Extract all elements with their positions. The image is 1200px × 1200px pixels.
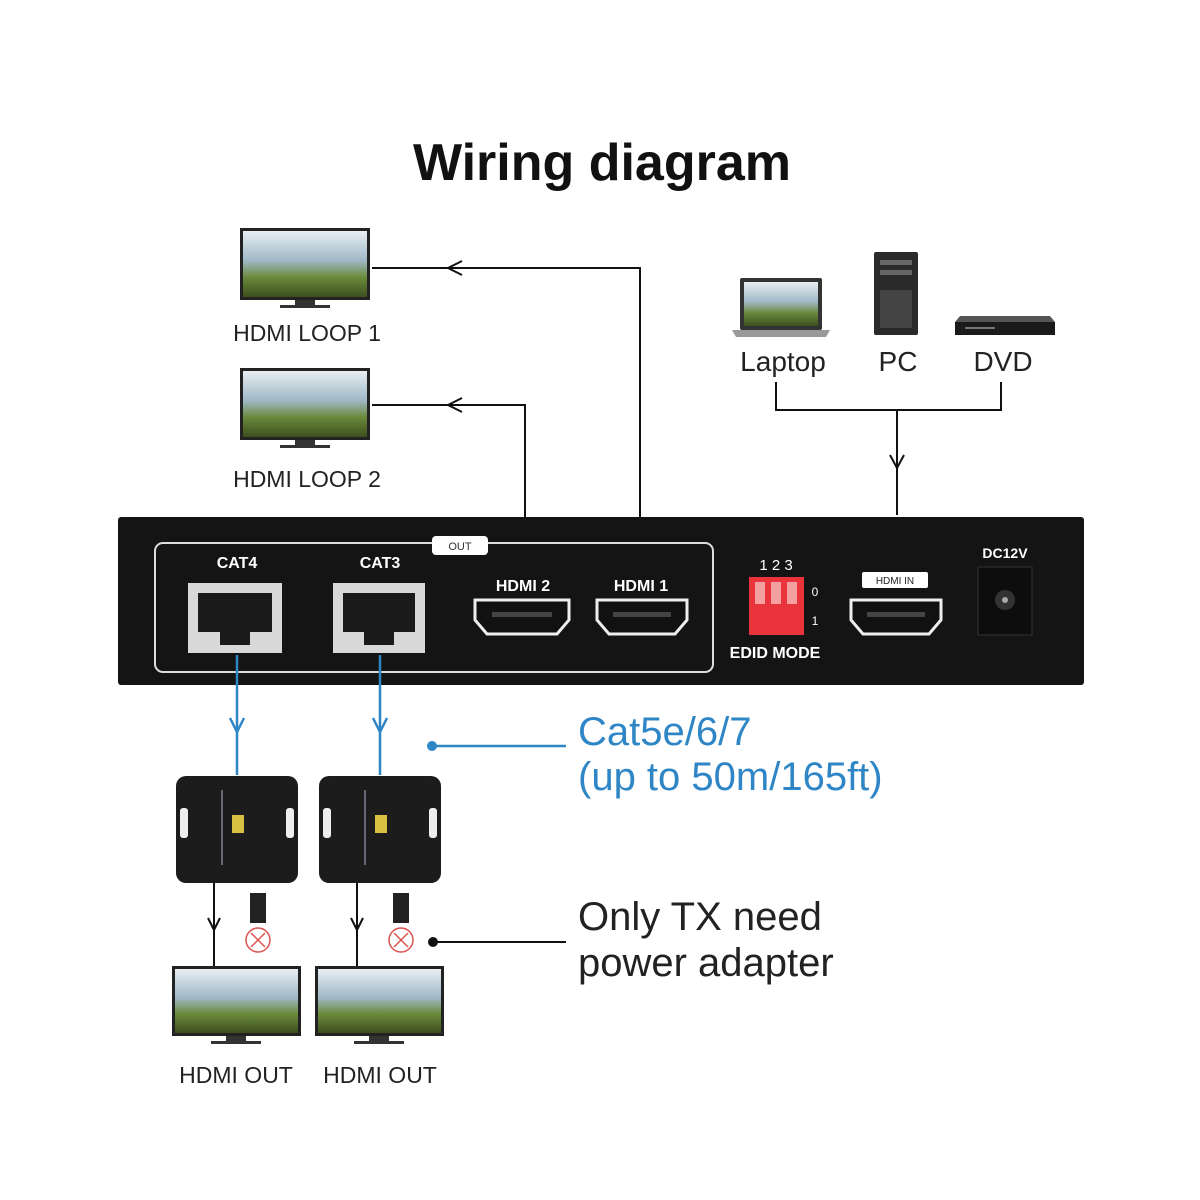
label-hdmi-out-1: HDMI OUT (179, 1062, 293, 1088)
arrow-loop2 (445, 397, 463, 413)
label-hdmi-loop-2: HDMI LOOP 2 (233, 466, 381, 492)
dip-label-0: 0 (812, 585, 819, 599)
label-hdmi-in: HDMI IN (876, 576, 914, 587)
connector-sources-bracket (775, 382, 1002, 515)
dip-switch-numbers: 1 2 3 (759, 557, 792, 574)
annotation-cable-type: Cat5e/6/7 (578, 710, 751, 754)
dvd-player-icon (955, 316, 1055, 335)
label-pc: PC (879, 346, 918, 377)
tv-icon-out1 (172, 966, 301, 1044)
tv-icon-loop1 (240, 228, 370, 308)
label-cat3: CAT3 (360, 555, 401, 572)
annotation-power-line2: power adapter (578, 941, 834, 985)
no-power-plug-icon-2 (388, 893, 414, 953)
pc-tower-icon (874, 252, 918, 335)
annotation-power-line1: Only TX need (578, 895, 822, 939)
arrow-cat4 (228, 717, 246, 735)
label-cat4: CAT4 (217, 555, 258, 572)
diagram-title: Wiring diagram (413, 134, 791, 192)
annotation-cable-distance: (up to 50m/165ft) (578, 755, 883, 799)
dip-label-1: 1 (812, 614, 819, 628)
label-hdmi-out-2: HDMI OUT (323, 1062, 437, 1088)
no-power-plug-icon-1 (245, 893, 271, 953)
label-out: OUT (448, 541, 472, 553)
arrow-loop1 (445, 260, 463, 276)
label-dc12v: DC12V (982, 545, 1028, 561)
label-laptop: Laptop (740, 346, 826, 377)
arrow-receiver1-out (207, 917, 221, 933)
connector-hdmi1-to-loop1 (372, 267, 641, 570)
hdmi-splitter-device: OUT CAT4 CAT3 HDMI 2 HDMI 1 1 2 3 0 1 ED… (118, 517, 1084, 685)
tv-icon-loop2 (240, 368, 370, 448)
edid-dip-switch[interactable] (749, 577, 804, 635)
label-hdmi-loop-1: HDMI LOOP 1 (233, 320, 381, 346)
label-hdmi2: HDMI 2 (496, 578, 550, 595)
arrow-cat3 (371, 717, 389, 735)
label-dvd: DVD (973, 346, 1032, 377)
receiver-1 (176, 776, 298, 883)
tv-icon-out2 (315, 966, 444, 1044)
dc-power-jack (977, 566, 1033, 636)
connector-hdmi2-to-loop2 (372, 404, 526, 570)
rj45-port-cat3 (333, 583, 425, 653)
arrow-hdmi-in (889, 454, 905, 471)
arrow-receiver2-out (350, 917, 364, 933)
label-hdmi1: HDMI 1 (614, 578, 668, 595)
label-edid-mode: EDID MODE (730, 645, 821, 662)
laptop-icon (732, 278, 830, 337)
rj45-port-cat4 (188, 583, 282, 653)
receiver-2 (319, 776, 441, 883)
